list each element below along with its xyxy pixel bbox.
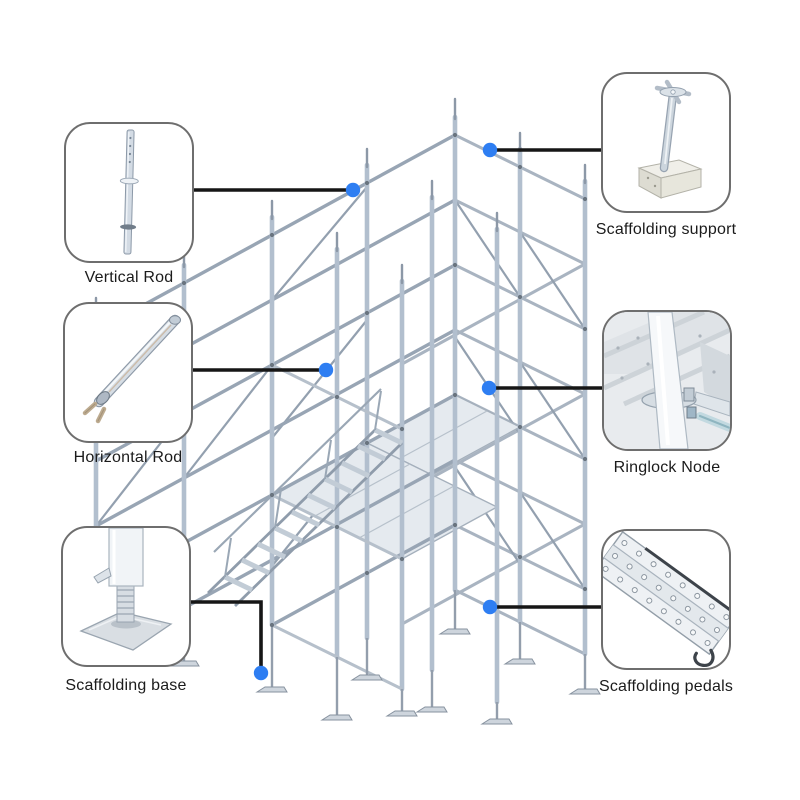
callout-box-scaffolding-pedals	[601, 529, 731, 670]
callout-box-horizontal-rod	[63, 302, 193, 443]
horizontal-rod-icon	[82, 314, 181, 424]
vertical-rod-icon	[119, 129, 139, 255]
scaffolding-support-icon	[637, 79, 703, 199]
marker-dot-vertical-rod	[345, 182, 361, 198]
marker-dot-scaffolding-base	[253, 665, 269, 681]
callout-label-horizontal-rod: Horizontal Rod	[73, 449, 183, 466]
ringlock-node-icon	[604, 312, 730, 449]
scaffold-staircase	[207, 388, 404, 608]
scaffolding-base-icon	[79, 528, 173, 651]
callout-label-scaffolding-base: Scaffolding base	[65, 677, 187, 694]
connector-lines	[187, 148, 605, 668]
callout-box-ringlock-node	[602, 310, 732, 451]
rosette-joints	[181, 132, 588, 628]
callout-box-scaffolding-base	[61, 526, 191, 667]
callout-label-ringlock-node: Ringlock Node	[613, 459, 721, 476]
marker-dot-scaffolding-support	[482, 142, 498, 158]
callout-label-vertical-rod: Vertical Rod	[84, 269, 174, 286]
marker-dot-horizontal-rod	[318, 362, 334, 378]
marker-dot-scaffolding-pedals	[482, 599, 498, 615]
scaffold-base-plates	[79, 626, 601, 725]
scaffolding-pedals-icon	[603, 531, 729, 667]
marker-dot-ringlock-node	[481, 380, 497, 396]
callout-label-scaffolding-pedals: Scaffolding pedals	[598, 678, 734, 695]
connector-scaffolding-base	[187, 600, 263, 668]
marker-dots	[253, 142, 498, 681]
callout-box-vertical-rod	[64, 122, 194, 263]
callout-label-scaffolding-support: Scaffolding support	[595, 221, 737, 238]
callout-box-scaffolding-support	[601, 72, 731, 213]
